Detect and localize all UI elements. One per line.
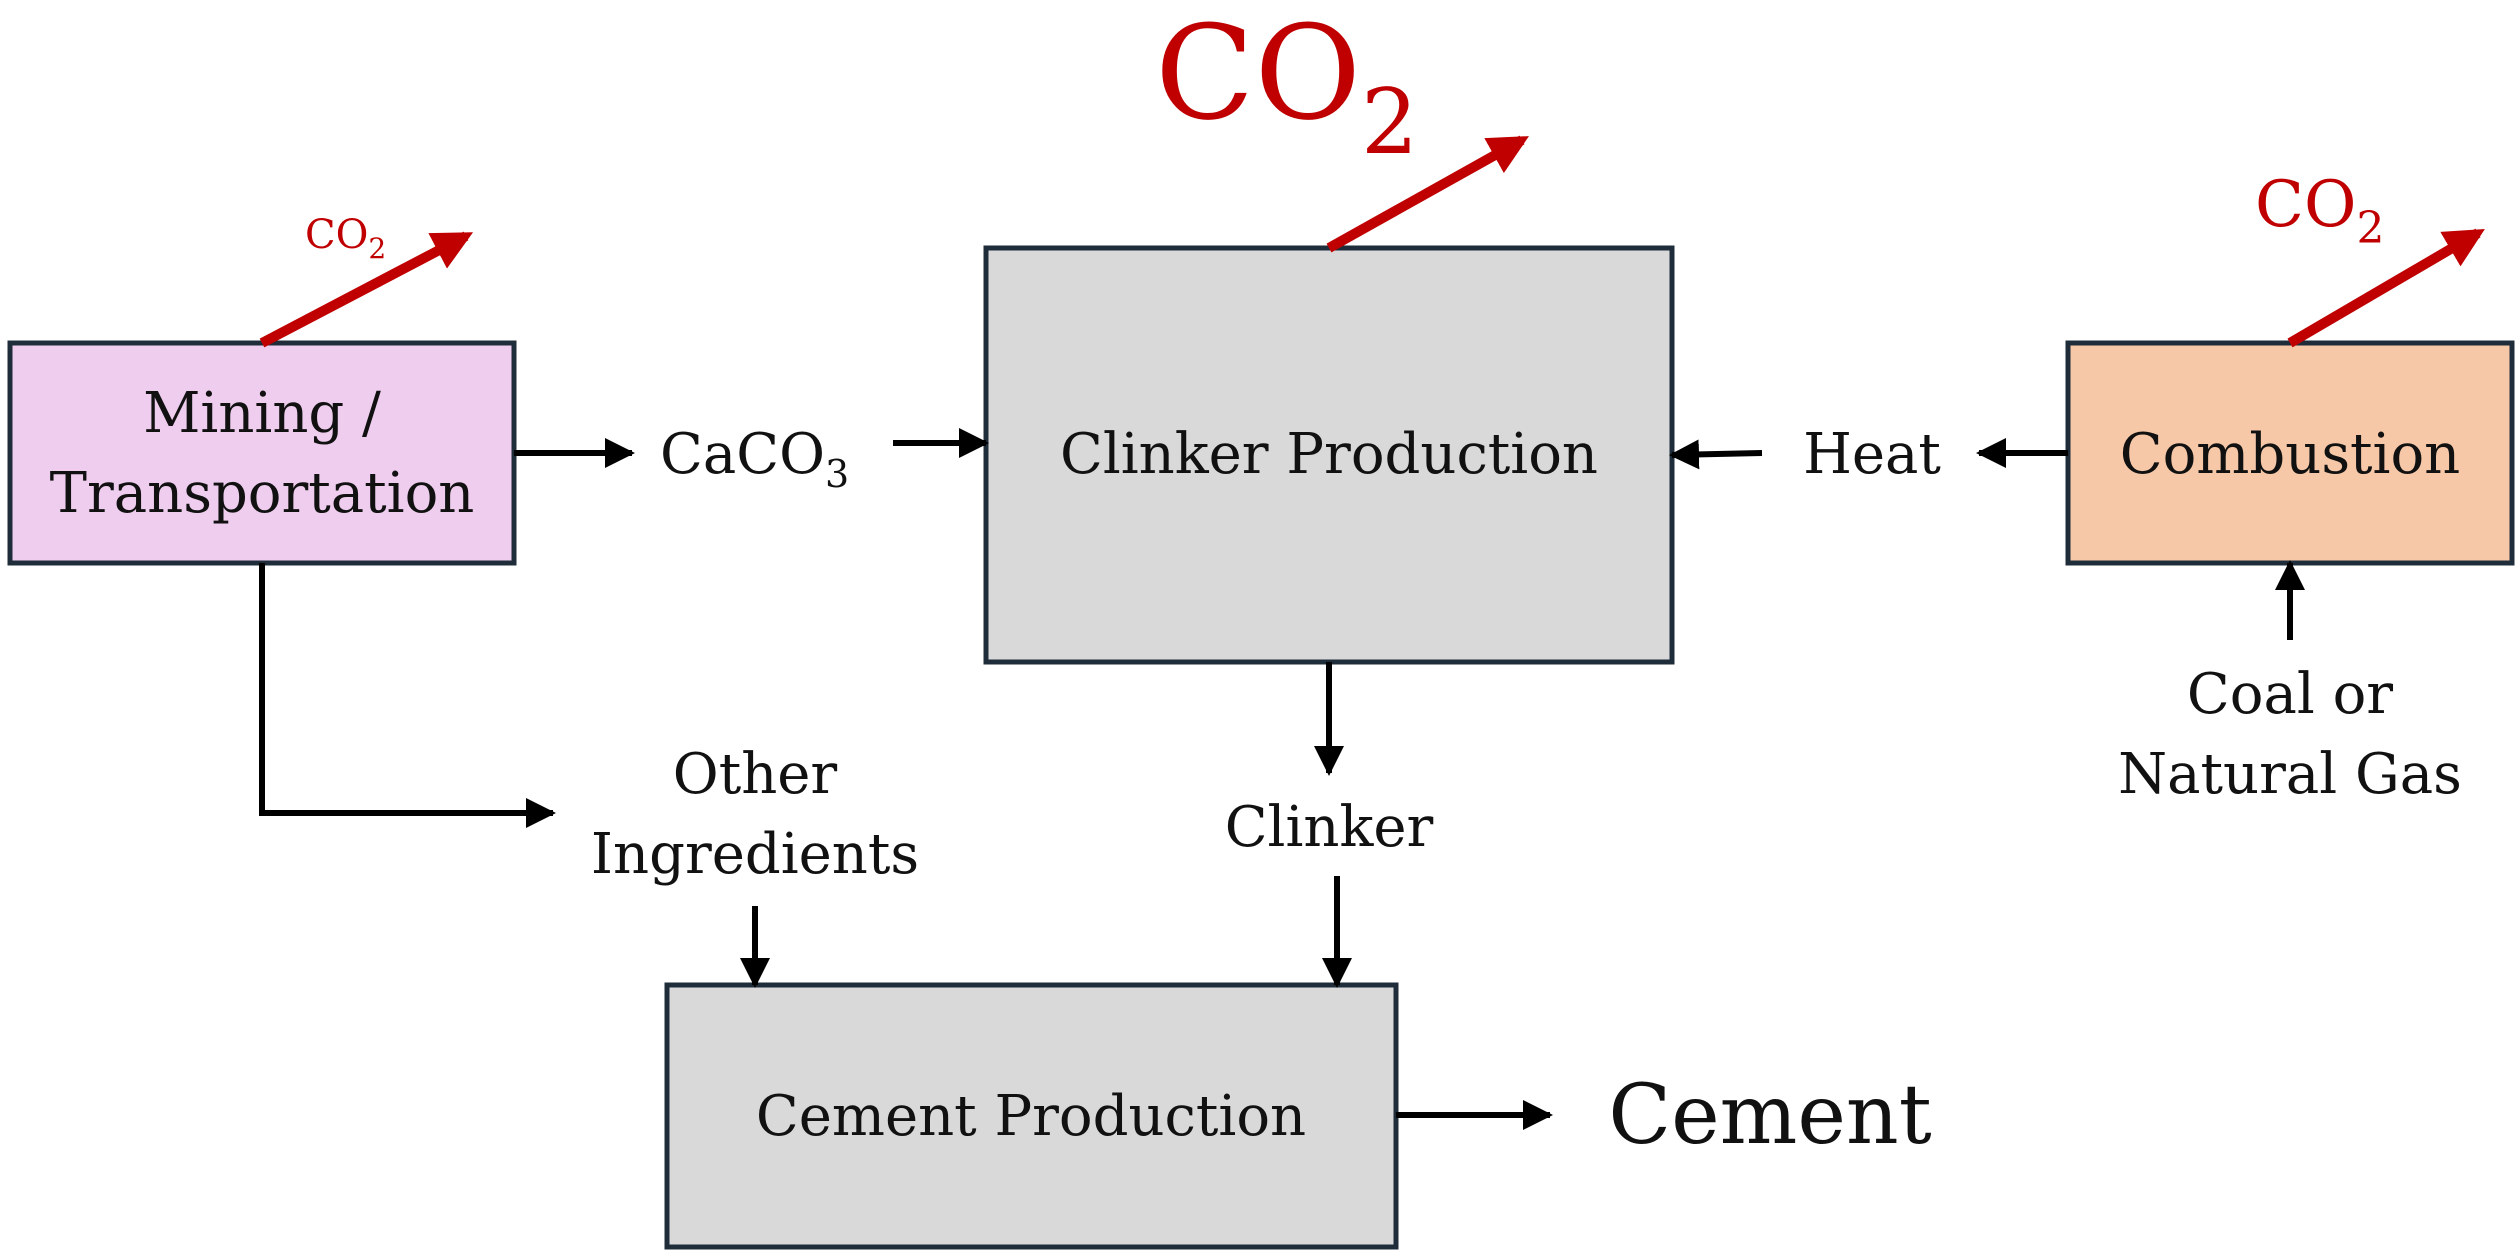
caco3-base: CaCO bbox=[660, 422, 825, 487]
co2-mining-sub: 2 bbox=[368, 232, 386, 265]
clinker-production-label: Clinker Production bbox=[1060, 422, 1598, 487]
co2-arrow-combustion bbox=[2287, 228, 2485, 348]
arrow-mining-to-other-ingredients bbox=[259, 563, 556, 828]
caco3-sub: 3 bbox=[825, 452, 849, 496]
caco3-label: CaCO3 bbox=[660, 422, 849, 496]
co2-combustion-sub: 2 bbox=[2356, 203, 2384, 254]
cement-production-label: Cement Production bbox=[756, 1084, 1306, 1149]
co2-arrow-mining bbox=[259, 231, 474, 348]
arrow-heat-to-clinker-production bbox=[1669, 439, 1763, 470]
other-ingredients-line2: Ingredients bbox=[591, 822, 919, 887]
heat-label: Heat bbox=[1803, 422, 1941, 487]
clinker-label: Clinker bbox=[1225, 795, 1434, 860]
co2-arrow-clinker bbox=[1326, 135, 1529, 253]
combustion-box: Combustion bbox=[2065, 340, 2515, 566]
clinker-production-box: Clinker Production bbox=[983, 245, 1675, 665]
co2-mining-base: CO bbox=[305, 212, 368, 258]
fuel-line2: Natural Gas bbox=[2118, 742, 2462, 807]
co2-clinker-base: CO bbox=[1155, 0, 1361, 149]
flow-arrows bbox=[259, 428, 2305, 1130]
fuel-line1: Coal or bbox=[2187, 662, 2393, 727]
cement-production-box: Cement Production bbox=[664, 982, 1399, 1250]
co2-label-combustion: CO2 bbox=[2255, 168, 2384, 254]
mining-transportation-box: Mining / Transportation bbox=[7, 340, 517, 566]
co2-label-clinker: CO2 bbox=[1155, 0, 1418, 175]
mining-label-line1: Mining / bbox=[143, 381, 381, 446]
other-ingredients-line1: Other bbox=[673, 742, 838, 807]
co2-label-mining: CO2 bbox=[305, 212, 386, 265]
cement-output-label: Cement bbox=[1608, 1068, 1931, 1163]
mining-label-line2: Transportation bbox=[50, 461, 475, 526]
co2-combustion-base: CO bbox=[2255, 168, 2356, 242]
co2-clinker-sub: 2 bbox=[1361, 70, 1418, 175]
combustion-label: Combustion bbox=[2120, 422, 2461, 487]
co2-arrows bbox=[259, 135, 2485, 348]
